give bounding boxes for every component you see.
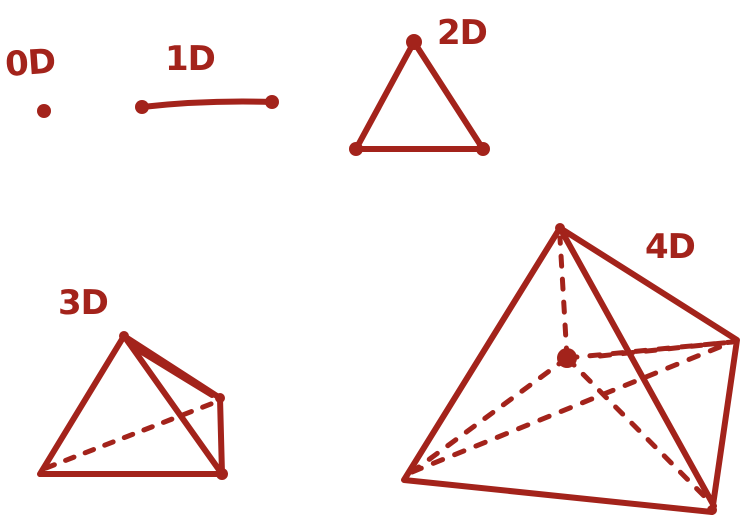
- label-3d: 3D: [58, 283, 108, 323]
- outer-edges: [401, 225, 740, 515]
- vertex: [37, 104, 51, 118]
- label-0d: 0D: [4, 42, 57, 85]
- triangle-edges: [353, 39, 486, 152]
- label-4d: 4D: [645, 227, 695, 267]
- vertex: [406, 34, 422, 50]
- label-2d: 2D: [437, 13, 487, 53]
- simplex-0d: 0D: [4, 42, 57, 118]
- vertex: [135, 100, 149, 114]
- vertex: [265, 95, 279, 109]
- vertex: [349, 142, 363, 156]
- vertex: [555, 223, 565, 233]
- vertex: [707, 505, 717, 515]
- simplex-3d: 3D: [37, 283, 228, 480]
- hidden-edges: [409, 235, 735, 503]
- simplex-1d: 1D: [135, 39, 279, 114]
- simplex-2d: 2D: [349, 13, 490, 156]
- hidden-edge: [43, 399, 219, 471]
- vertex: [476, 142, 490, 156]
- simplex-4d: 4D: [401, 223, 740, 515]
- edge: [139, 98, 275, 110]
- center-vertex: [557, 348, 577, 368]
- vertex: [216, 468, 228, 480]
- label-1d: 1D: [165, 39, 215, 79]
- vertex: [119, 331, 129, 341]
- tetrahedron-edges: [37, 333, 225, 477]
- vertex: [215, 393, 225, 403]
